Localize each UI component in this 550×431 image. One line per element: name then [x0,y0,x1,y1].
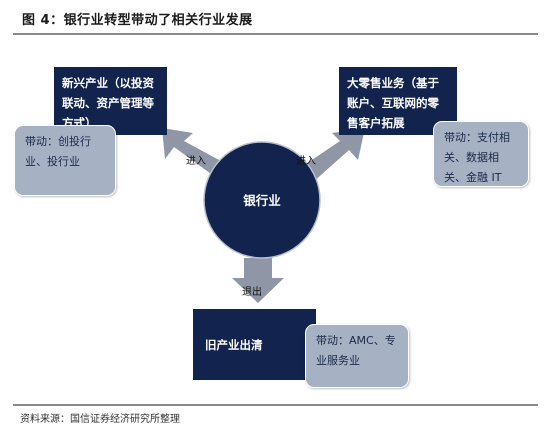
enter-label-left: 进入 [186,156,206,167]
new-industry-box: 新兴产业（以投资联动、资产管理等方式） [54,67,167,135]
retail-drive-text: 带动：支付相关、数据相关、金融 IT [444,131,510,184]
new-industry-text: 新兴产业（以投资联动、资产管理等方式） [62,76,154,130]
enter-arrow-right [300,128,365,183]
enter-arrow-left [162,128,230,179]
source-note: 资料来源：国信证券经济研究所整理 [20,414,180,425]
bottom-divider [13,404,538,406]
old-industry-box: 旧产业出清 [193,309,316,380]
new-industry-drive-box: 带动：创投行业、投行业 [14,125,116,196]
figure-title: 图 4：银行业转型带动了相关行业发展 [22,13,253,28]
old-industry-drive-box: 带动：AMC、专业服务业 [305,324,409,388]
enter-label-right: 进入 [296,156,316,167]
retail-text: 大零售业务（基于账户、互联网的零售客户拓展 [347,76,439,130]
bank-circle [203,141,321,259]
new-industry-drive-text: 带动：创投行业、投行业 [25,135,91,168]
old-industry-text: 旧产业出清 [205,337,263,352]
exit-label: 退出 [242,287,262,298]
exit-arrow-down [232,258,284,303]
bank-label: 银行业 [243,193,281,208]
top-divider [13,33,538,35]
old-industry-drive-text: 带动：AMC、专业服务业 [316,334,396,367]
figure-header: 图 4：银行业转型带动了相关行业发展 [0,0,550,34]
retail-drive-box: 带动：支付相关、数据相关、金融 IT [433,121,529,187]
